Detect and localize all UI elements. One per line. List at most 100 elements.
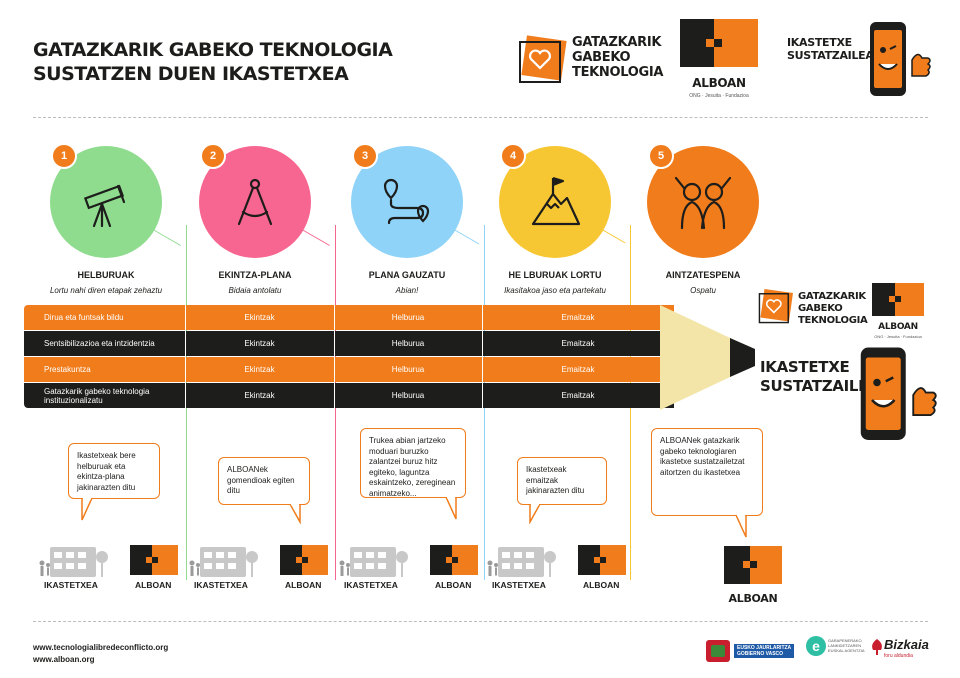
stage-number-3: 3 <box>352 143 378 169</box>
actor-school-label: IKASTETXEA <box>194 580 248 590</box>
pencil-column-divider <box>482 305 483 409</box>
divider-bottom <box>33 621 928 622</box>
row-cell-c2: Helburua <box>391 339 425 348</box>
stage-subtitle-1: Lortu nahi diren etapak zehaztu <box>49 286 163 295</box>
alboan-logo-small <box>578 545 626 575</box>
elankidetza-logo-icon: e <box>806 636 826 656</box>
row-cell-c3: Emaitzak <box>561 313 595 322</box>
badge-text-mid: IKASTETXE SUSTATZAILEA <box>760 358 880 395</box>
title-line-1: GATAZKARIK GABEKO TEKNOLOGIA <box>33 39 393 61</box>
actor-alboan-label: ALBOAN <box>285 580 322 590</box>
speech-bubble-2: ALBOANek gomendioak egiten ditu <box>218 457 310 505</box>
gtl-logo-text-mid: GATAZKARIK GABEKO TEKNOLOGIA <box>798 291 868 326</box>
stage-title-2: EKINTZA-PLANA <box>218 270 292 280</box>
stage-subtitle-5: Ospatu <box>690 286 716 295</box>
row-label: Prestakuntza <box>44 365 91 374</box>
alboan-tagline-mid: ONG · Jesuita · Fundazioa <box>874 334 922 339</box>
actor-alboan-label: ALBOAN <box>435 580 472 590</box>
actor-school-label: IKASTETXEA <box>44 580 98 590</box>
phone-mascot-icon-top <box>864 20 934 105</box>
row-label: Gatazkarik gabeko teknologia instituzion… <box>44 386 150 405</box>
gtl-logo-top <box>518 34 568 89</box>
bubble-tail-3 <box>444 495 458 526</box>
route-icon <box>379 174 435 235</box>
speech-bubble-4: Ikastetxeak emaitzak jakinarazten ditu <box>517 457 607 505</box>
link-alboan[interactable]: www.alboan.org <box>33 655 95 664</box>
alboan-name-mid: ALBOAN <box>878 322 918 332</box>
heart-square-icon <box>519 35 567 83</box>
pencil-row-4: Gatazkarik gabeko teknologia instituzion… <box>24 383 674 408</box>
bubble-tail-4 <box>528 502 542 529</box>
agency-text: GARAPENERAKO LANKIDETZAREN EUSKAL AGENTZ… <box>828 638 865 653</box>
footer-links: www.tecnologialibredeconflicto.org www.a… <box>33 642 168 666</box>
telescope-icon <box>78 174 134 235</box>
mountain-flag-icon <box>527 174 583 235</box>
stage-number-1: 1 <box>51 143 77 169</box>
stage-circle-5 <box>647 146 759 258</box>
celebrating-people-icon <box>668 174 738 235</box>
bubble-tail-5 <box>734 513 748 544</box>
speech-bubble-3: Trukea abian jartzeko moduari buruzko za… <box>360 428 466 498</box>
alboan-name-final: ALBOAN <box>728 592 778 605</box>
page-title: GATAZKARIK GABEKO TEKNOLOGIA SUSTATZEN D… <box>33 38 393 86</box>
row-cell-c1: Ekintzak <box>244 365 275 374</box>
bubble-tail-2 <box>288 502 302 529</box>
actor-school-label: IKASTETXEA <box>344 580 398 590</box>
gtl-logo-mid <box>758 288 794 329</box>
stage-subtitle-3: Abian! <box>395 286 419 295</box>
row-cell-c2: Helburua <box>391 313 425 322</box>
speech-bubble-5: ALBOANek gatazkarik gabeko teknologiaren… <box>651 428 763 516</box>
actor-alboan-label: ALBOAN <box>135 580 172 590</box>
alboan-logo-small <box>430 545 478 575</box>
alboan-logo-small <box>280 545 328 575</box>
stage-number-5: 5 <box>648 143 674 169</box>
row-label: Sentsibilizazioa eta intzidentzia <box>44 339 155 348</box>
basque-gov-text: EUSKO JAURLARITZA GOBIERNO VASCO <box>734 644 795 658</box>
row-cell-c3: Emaitzak <box>561 339 595 348</box>
stage-subtitle-4: Ikasitakoa jaso eta partekatu <box>504 286 606 295</box>
school-building-icon <box>484 543 558 584</box>
stage-number-4: 4 <box>500 143 526 169</box>
school-building-icon <box>186 543 260 584</box>
gtl-logo-text-top: GATAZKARIK GABEKO TEKNOLOGIA <box>572 35 664 80</box>
bizkaia-tree-icon <box>870 638 884 661</box>
pencil-column-divider <box>334 305 335 409</box>
divider-top <box>33 117 928 118</box>
row-cell-c1: Ekintzak <box>244 339 275 348</box>
heart-square-icon <box>758 289 793 324</box>
bizkaia-sublabel: foru aldundia <box>884 653 913 659</box>
basque-gov-crest-icon <box>706 640 730 662</box>
stage-number-2: 2 <box>200 143 226 169</box>
phone-mascot-icon-mid <box>852 345 942 450</box>
pencil-row-2: Sentsibilizazioa eta intzidentzia Ekintza… <box>24 331 674 356</box>
alboan-logo-mid <box>872 283 924 316</box>
actor-school-label: IKASTETXEA <box>492 580 546 590</box>
title-line-2: SUSTATZEN DUEN IKASTETXEA <box>33 63 349 85</box>
alboan-name-top: ALBOAN <box>692 76 746 90</box>
school-building-icon <box>336 543 410 584</box>
alboan-logo-small <box>130 545 178 575</box>
speech-bubble-1: Ikastetxeak bere helburuak eta ekintza-p… <box>68 443 160 499</box>
row-cell-c1: Ekintzak <box>244 313 275 322</box>
stage-title-5: AINTZATESPENA <box>665 270 741 280</box>
bizkaia-label: Bizkaia <box>884 637 929 652</box>
stage-connector-diag-2 <box>294 225 330 246</box>
row-cell-c3: Emaitzak <box>561 391 595 400</box>
alboan-logo-final <box>724 546 782 584</box>
actor-alboan-label: ALBOAN <box>583 580 620 590</box>
link-tecnologialibre[interactable]: www.tecnologialibredeconflicto.org <box>33 643 169 652</box>
pencil-tip <box>660 305 760 415</box>
row-cell-c3: Emaitzak <box>561 365 595 374</box>
school-building-icon <box>36 543 110 584</box>
row-label: Dirua eta funtsak bildu <box>44 313 124 322</box>
alboan-logo-top <box>680 19 758 67</box>
pencil-row-1: Dirua eta funtsak bildu Ekintzak Helburua E… <box>24 305 674 330</box>
badge-text-top: IKASTETXE SUSTATZAILEA <box>787 36 874 62</box>
bubble-tail-1 <box>80 496 94 527</box>
stage-title-1: HELBURUAK <box>77 270 135 280</box>
stage-title-3: PLANA GAUZATU <box>368 270 446 280</box>
stage-subtitle-2: Bidaia antolatu <box>228 286 282 295</box>
row-cell-c1: Ekintzak <box>244 391 275 400</box>
